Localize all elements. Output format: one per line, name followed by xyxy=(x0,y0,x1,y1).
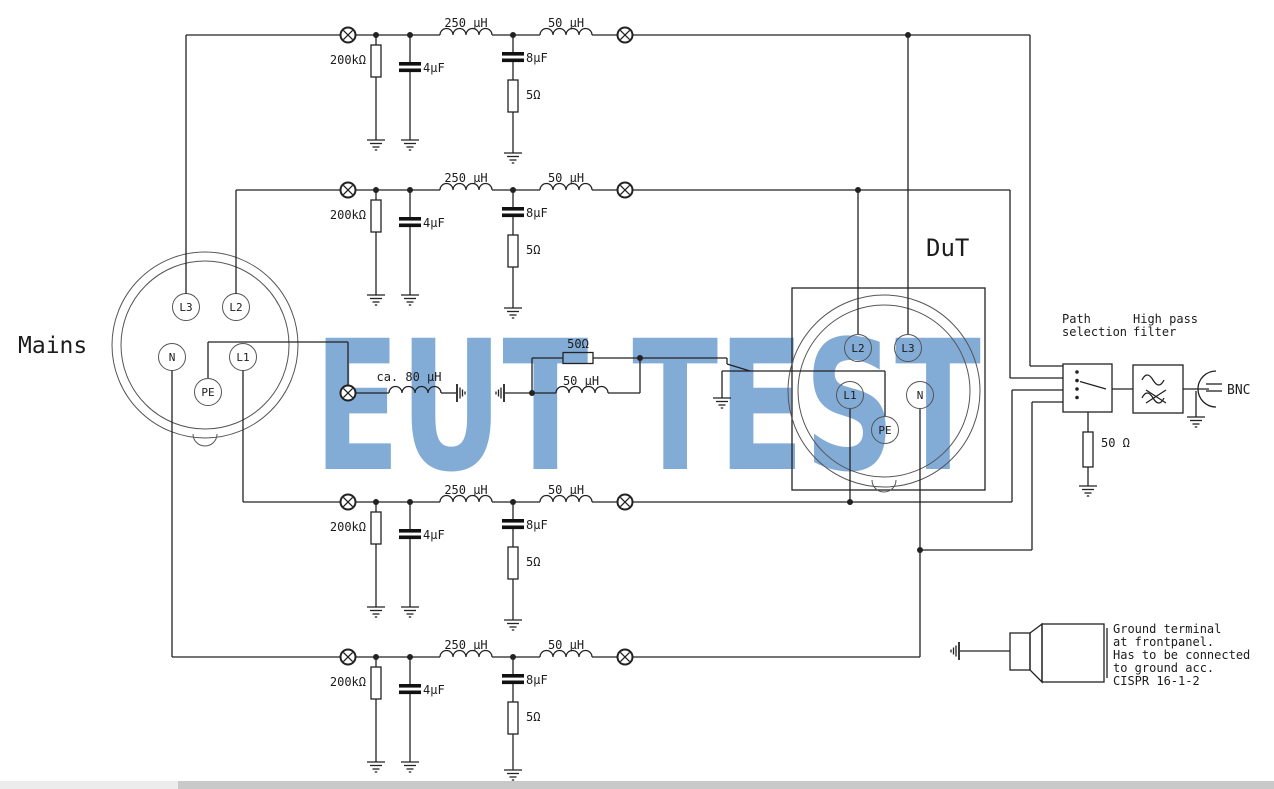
r-shunt-label: 200kΩ xyxy=(330,208,366,222)
scrollbar-thumb[interactable] xyxy=(178,781,1274,789)
filter-row-l2: 200kΩ 4µF 250 µH 8µF 5Ω 50 µH xyxy=(235,171,1063,379)
pe-inductor-label: 50 µH xyxy=(563,374,599,388)
dut-pin-n: N xyxy=(917,389,924,402)
dut-label: DuT xyxy=(926,234,969,262)
c-node-label: 8µF xyxy=(526,518,548,532)
dut-pin-pe: PE xyxy=(878,424,891,437)
filter-row-n: 200kΩ 4µF 250 µH 8µF 5Ω 50 µH xyxy=(171,371,1063,781)
ground-note-line-5: CISPR 16-1-2 xyxy=(1113,674,1200,688)
filter-row-l3: 200kΩ 4µF 250 µH 8µF 5Ω 50 µH xyxy=(185,16,1063,367)
c-shunt-label: 4µF xyxy=(423,216,445,230)
l2-label: 50 µH xyxy=(548,483,584,497)
dut-pin-l2: L2 xyxy=(851,342,864,355)
r-shunt-label: 200kΩ xyxy=(330,675,366,689)
high-pass-label-2: filter xyxy=(1133,325,1176,339)
ground-terminal: Ground terminal at frontpanel. Has to be… xyxy=(950,622,1250,688)
path-selection-label-1: Path xyxy=(1062,312,1091,326)
pe-switch-arm xyxy=(726,363,751,372)
mains-pin-n: N xyxy=(169,351,176,364)
bnc-connector-icon xyxy=(1197,370,1217,408)
r-shunt-label: 200kΩ xyxy=(330,520,366,534)
l2-label: 50 µH xyxy=(548,638,584,652)
c-node-label: 8µF xyxy=(526,673,548,687)
r-node-label: 5Ω xyxy=(526,555,540,569)
pe-path: ca. 80 µH 50Ω 50 µH xyxy=(207,337,886,416)
selector-switch-arm xyxy=(1079,380,1107,390)
bnc-label: BNC xyxy=(1227,383,1250,398)
ground-terminal-knob xyxy=(1041,623,1105,683)
l1-label: 250 µH xyxy=(444,16,487,30)
mains-pin-l1: L1 xyxy=(236,351,249,364)
horizontal-scrollbar[interactable] xyxy=(0,781,1274,789)
path-selection-label-2: selection xyxy=(1062,325,1127,339)
ground-note-line-1: Ground terminal xyxy=(1113,622,1221,636)
dut-connector: L2 L3 L1 N PE DuT xyxy=(787,234,986,493)
c-node-label: 8µF xyxy=(526,51,548,65)
mains-label: Mains xyxy=(18,333,87,359)
c-shunt-label: 4µF xyxy=(423,61,445,75)
pe-choke-label: ca. 80 µH xyxy=(376,370,441,384)
mains-pin-l3: L3 xyxy=(179,301,192,314)
r-shunt-label: 200kΩ xyxy=(330,53,366,67)
wave-pass-icon xyxy=(1141,374,1165,386)
termination-label: 50 Ω xyxy=(1101,436,1130,450)
mains-pin-pe: PE xyxy=(201,386,214,399)
ground-note-line-2: at frontpanel. xyxy=(1113,635,1214,649)
bnc-output: BNC xyxy=(1183,370,1250,428)
r-node-label: 5Ω xyxy=(526,710,540,724)
r-node-label: 5Ω xyxy=(526,88,540,102)
l2-label: 50 µH xyxy=(548,16,584,30)
path-selection: Path selection 50 Ω xyxy=(1062,312,1130,497)
dut-pin-l1: L1 xyxy=(843,389,856,402)
l1-label: 250 µH xyxy=(444,483,487,497)
ground-note-line-3: Has to be connected xyxy=(1113,648,1250,662)
mains-connector: L3 L2 N L1 PE Mains xyxy=(18,251,299,447)
dut-pin-l3: L3 xyxy=(901,342,914,355)
pe-resistor-label: 50Ω xyxy=(567,337,589,351)
l1-label: 250 µH xyxy=(444,171,487,185)
r-node-label: 5Ω xyxy=(526,243,540,257)
c-shunt-label: 4µF xyxy=(423,683,445,697)
ground-note-line-4: to ground acc. xyxy=(1113,661,1214,675)
mains-pin-l2: L2 xyxy=(229,301,242,314)
l1-label: 250 µH xyxy=(444,638,487,652)
c-node-label: 8µF xyxy=(526,206,548,220)
l2-label: 50 µH xyxy=(548,171,584,185)
high-pass-label-1: High pass xyxy=(1133,312,1198,326)
watermark: EUT TEST xyxy=(314,303,981,512)
filter-row-l1: 200kΩ 4µF 250 µH 8µF 5Ω 50 µH xyxy=(242,371,1063,631)
c-shunt-label: 4µF xyxy=(423,528,445,542)
